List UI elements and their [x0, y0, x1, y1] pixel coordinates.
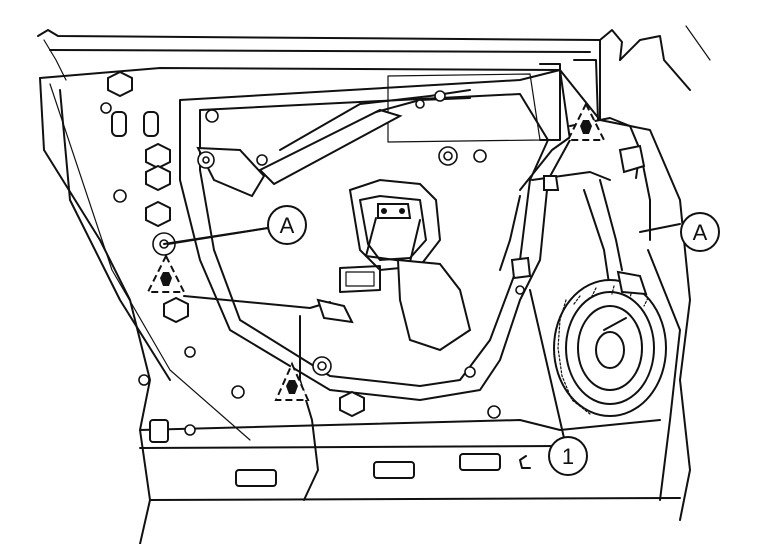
- panel-holes: [100, 102, 525, 436]
- callout-a-left-label: A: [280, 213, 295, 238]
- door-outer-panel: [39, 67, 691, 544]
- lower-slots: [149, 419, 531, 487]
- callout-a-left: A: [267, 205, 307, 245]
- inner-panel-outline: [179, 63, 571, 401]
- rail-bracket: [196, 146, 266, 198]
- regulator-rail: [258, 89, 471, 186]
- triangle-mark-right: [566, 101, 606, 141]
- triangle-mark-bottom: [274, 361, 310, 401]
- callout-part-1-label: 1: [562, 444, 574, 469]
- regulator-motor: [339, 178, 472, 352]
- callout-leaders: [163, 223, 681, 439]
- callout-a-right: A: [680, 212, 720, 252]
- door-top-rail: [37, 25, 711, 121]
- left-bolts: [107, 70, 365, 418]
- triangle-mark-left: [146, 253, 186, 293]
- speaker: [553, 270, 667, 417]
- callout-a-right-label: A: [693, 220, 708, 245]
- callout-part-1: 1: [548, 436, 588, 476]
